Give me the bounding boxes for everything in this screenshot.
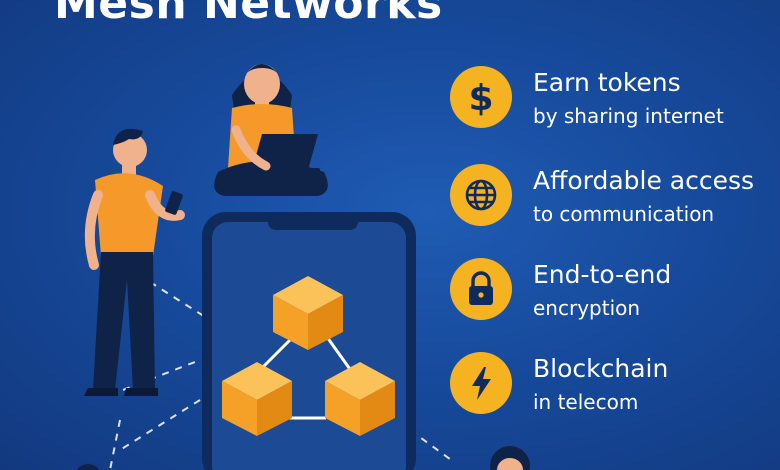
cube-right [325, 362, 395, 436]
feature-subtitle: in telecom [533, 390, 639, 414]
feature-title: End-to-end [533, 260, 672, 289]
man-phone-figure [84, 128, 185, 396]
partial-figure-bottom-right [490, 446, 530, 470]
feature-earn-tokens: $ Earn tokens by sharing internet [450, 66, 780, 136]
feature-blockchain: Blockchain in telecom [450, 352, 780, 422]
cube-left [222, 362, 292, 436]
dollar-icon: $ [450, 66, 512, 128]
feature-subtitle: by sharing internet [533, 104, 724, 128]
lock-icon [450, 258, 512, 320]
feature-title: Earn tokens [533, 68, 681, 97]
page-title: Mesh Networks [54, 0, 443, 29]
cube-top [273, 276, 343, 350]
globe-icon [450, 164, 512, 226]
blockchain-cubes [222, 276, 395, 436]
lightning-icon [450, 352, 512, 414]
feature-encryption: End-to-end encryption [450, 258, 780, 328]
network-lines [109, 281, 450, 470]
feature-title: Blockchain [533, 354, 669, 383]
feature-subtitle: to communication [533, 202, 715, 226]
svg-text:$: $ [468, 78, 493, 119]
feature-subtitle: encryption [533, 296, 641, 320]
feature-affordable-access: Affordable access to communication [450, 164, 780, 234]
woman-laptop-figure [214, 64, 328, 196]
feature-title: Affordable access [533, 166, 755, 195]
partial-figure-bottom-left [76, 464, 100, 470]
illustration [76, 64, 450, 470]
